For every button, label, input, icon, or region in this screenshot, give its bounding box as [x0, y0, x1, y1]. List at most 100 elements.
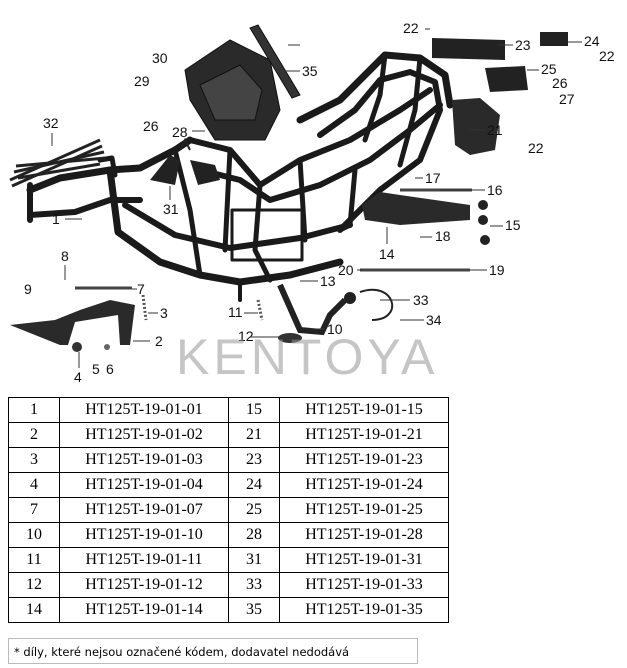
callout-label: 18 [435, 228, 451, 244]
part-number-cell: 15 [228, 397, 280, 423]
callout-label: 30 [152, 50, 168, 66]
part-code-cell: HT125T-19-01-25 [279, 497, 449, 523]
callout-label: 8 [61, 248, 69, 264]
part-number-cell: 10 [8, 522, 60, 548]
part-number-cell: 31 [228, 547, 280, 573]
center-stand [10, 300, 135, 345]
callout-label: 22 [403, 20, 419, 36]
part-code-cell: HT125T-19-01-02 [59, 422, 229, 448]
swing-arm [362, 192, 470, 225]
callout-label: 21 [487, 122, 503, 138]
leader-lines [51, 28, 582, 368]
callout-label: 23 [515, 37, 531, 53]
footnote: * díly, které nejsou označené kódem, dod… [8, 638, 418, 664]
callout-label: 26 [552, 75, 568, 91]
callout-label: 32 [43, 115, 59, 131]
callout-label: 33 [413, 292, 429, 308]
part-code-cell: HT125T-19-01-11 [59, 547, 229, 573]
part-number-cell: 23 [228, 447, 280, 473]
callout-label: 26 [143, 118, 159, 134]
part-code-cell: HT125T-19-01-35 [279, 597, 449, 623]
part-number-cell: 14 [8, 597, 60, 623]
callout-label: 25 [541, 61, 557, 77]
callout-label: 20 [338, 262, 354, 278]
callout-label: 19 [489, 262, 505, 278]
part-code-cell: HT125T-19-01-33 [279, 572, 449, 598]
part-code-cell: HT125T-19-01-14 [59, 597, 229, 623]
part-code-cell: HT125T-19-01-23 [279, 447, 449, 473]
callout-label: 35 [302, 63, 318, 79]
callout-label: 9 [24, 281, 32, 297]
callout-label: 22 [528, 140, 544, 156]
rear-plate [432, 38, 505, 60]
callout-label: 16 [487, 182, 503, 198]
callout-label: 24 [584, 33, 600, 49]
part-number-cell: 25 [228, 497, 280, 523]
watermark: KENTOYA [176, 329, 439, 385]
part-number-cell: 35 [228, 597, 280, 623]
callout-label: 2 [155, 333, 163, 349]
callout-label: 6 [106, 361, 114, 377]
part-number-cell: 28 [228, 522, 280, 548]
callout-label: 28 [172, 124, 188, 140]
part-code-cell: HT125T-19-01-24 [279, 472, 449, 498]
callout-label: 7 [137, 281, 145, 297]
hanger-21 [452, 98, 500, 155]
callout-label: 4 [74, 369, 82, 385]
callout-label: 3 [160, 305, 168, 321]
callout-label: 11 [228, 304, 243, 320]
part-code-cell: HT125T-19-01-01 [59, 397, 229, 423]
callout-label: 10 [327, 321, 343, 337]
callout-label: 34 [426, 312, 442, 328]
side-rail [249, 24, 301, 99]
part-code-cell: HT125T-19-01-21 [279, 422, 449, 448]
bracket-left [150, 155, 180, 185]
callout-label: 1 [52, 211, 60, 227]
part-code-cell: HT125T-19-01-04 [59, 472, 229, 498]
part-number-cell: 11 [8, 547, 60, 573]
exploded-parts-diagram: 1 2 3 4 5 6 7 8 9 10 11 12 13 14 15 16 1… [9, 20, 615, 385]
callout-label: 17 [425, 170, 441, 186]
part-number-cell: 12 [8, 572, 60, 598]
part-code-cell: HT125T-19-01-03 [59, 447, 229, 473]
part-number-cell: 24 [228, 472, 280, 498]
part-number-cell: 3 [8, 447, 60, 473]
part-number-cell: 7 [8, 497, 60, 523]
part-code-cell: HT125T-19-01-10 [59, 522, 229, 548]
part-number-cell: 2 [8, 422, 60, 448]
part-number-cell: 33 [228, 572, 280, 598]
callout-label: 29 [134, 73, 150, 89]
callout-label: 15 [505, 217, 521, 233]
callout-label: 27 [559, 91, 575, 107]
callout-labels: 1 2 3 4 5 6 7 8 9 10 11 12 13 14 15 16 1… [24, 20, 615, 385]
rod-bundle [9, 138, 107, 188]
callout-label: 5 [92, 361, 100, 377]
callout-label: 12 [238, 328, 254, 344]
part-code-cell: HT125T-19-01-12 [59, 572, 229, 598]
part-code-cell: HT125T-19-01-15 [279, 397, 449, 423]
callout-label: 31 [163, 201, 179, 217]
mount-25 [485, 66, 528, 92]
part-code-cell: HT125T-19-01-07 [59, 497, 229, 523]
part-code-cell: HT125T-19-01-28 [279, 522, 449, 548]
bracket-right [190, 160, 220, 185]
callout-label: 22 [599, 48, 615, 64]
main-frame [26, 51, 454, 302]
callout-label: 14 [379, 246, 395, 262]
callout-label: 13 [320, 273, 336, 289]
clamp-24 [540, 32, 568, 46]
side-stand [277, 283, 348, 336]
part-number-cell: 21 [228, 422, 280, 448]
part-number-cell: 4 [8, 472, 60, 498]
